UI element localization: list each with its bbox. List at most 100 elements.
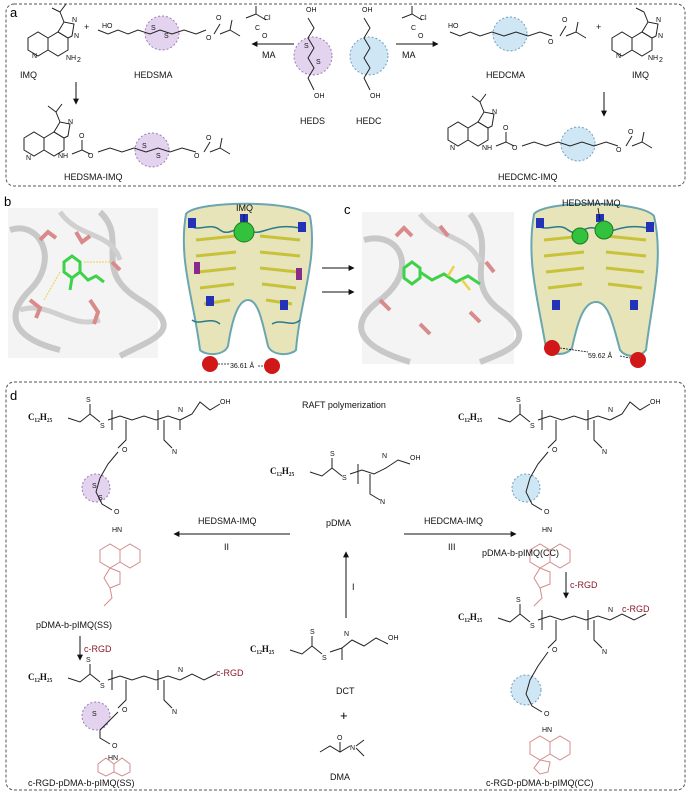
panel-a-frame bbox=[5, 3, 686, 187]
hedsma-structure: HO S S O O bbox=[97, 15, 241, 51]
imq-right-amine-sub: 2 bbox=[659, 57, 663, 64]
svg-text:N: N bbox=[608, 607, 613, 614]
svg-text:S: S bbox=[304, 43, 309, 50]
svg-text:O: O bbox=[562, 17, 568, 24]
svg-text:O: O bbox=[616, 147, 622, 154]
polymer-ss-top: C₁₂H₂₅ S S N OH O N S S O HN bbox=[28, 397, 231, 607]
heds-structure: OH S S OH bbox=[293, 7, 333, 100]
panel-a-letter: a bbox=[10, 5, 18, 20]
svg-text:O: O bbox=[418, 33, 424, 40]
dct-structure: C₁₂H₂₅ S S N OH bbox=[250, 629, 399, 662]
svg-text:NH: NH bbox=[58, 153, 68, 160]
polymer-cc-bottom: C₁₂H₂₅ S S N c-RGD O N O HN bbox=[458, 597, 650, 775]
polymer-ss-bottom: C₁₂H₂₅ S S N c-RGD O N S O HN bbox=[28, 657, 244, 777]
label-hedcma: HEDCMA bbox=[486, 70, 525, 80]
svg-text:S: S bbox=[98, 495, 103, 502]
panel-b: b bbox=[4, 194, 355, 374]
plus-a-left: + bbox=[84, 22, 89, 32]
svg-text:NH: NH bbox=[482, 145, 492, 152]
svg-text:O: O bbox=[262, 33, 268, 40]
imq-right-amine: NH bbox=[648, 55, 658, 62]
svg-text:O: O bbox=[122, 447, 128, 454]
plus-d: + bbox=[340, 708, 348, 723]
svg-text:S: S bbox=[151, 25, 156, 32]
imq-right-structure: N N N NH 2 bbox=[611, 7, 663, 64]
svg-text:S: S bbox=[92, 711, 97, 718]
panel-d-frame bbox=[5, 381, 686, 791]
svg-text:S: S bbox=[530, 423, 535, 430]
svg-text:HN: HN bbox=[542, 727, 552, 734]
svg-text:S: S bbox=[310, 629, 315, 636]
ss-bond-highlight bbox=[144, 15, 180, 51]
svg-text:C: C bbox=[255, 25, 260, 32]
svg-text:S: S bbox=[330, 451, 335, 458]
label-dct: DCT bbox=[336, 686, 355, 696]
svg-text:O: O bbox=[548, 39, 554, 46]
label-imq-right: IMQ bbox=[632, 70, 649, 80]
label-hedsma-imq: HEDSMA-IMQ bbox=[64, 172, 123, 182]
imq-left-structure: N N N NH 2 bbox=[27, 3, 81, 64]
svg-text:O: O bbox=[122, 707, 128, 714]
hedcma-structure: HO O O bbox=[448, 16, 587, 52]
imq-left-amine-sub: 2 bbox=[77, 57, 81, 64]
svg-text:N: N bbox=[172, 709, 177, 716]
imq-sphere-b bbox=[233, 221, 255, 243]
svg-text:O: O bbox=[512, 145, 518, 152]
chain-end-left-bottom: C₁₂H₂₅ bbox=[28, 672, 53, 682]
raft-title: RAFT polymerization bbox=[302, 400, 386, 410]
panel-d: d RAFT polymerization C₁₂H₂₅ S S N OH O … bbox=[5, 381, 686, 791]
panel-b-letter: b bbox=[4, 194, 11, 209]
distance-c: 59.62 Å bbox=[588, 351, 612, 360]
svg-text:OH: OH bbox=[314, 93, 325, 100]
svg-text:S: S bbox=[316, 59, 321, 66]
chain-end-right-top: C₁₂H₂₅ bbox=[458, 412, 483, 422]
svg-text:O: O bbox=[544, 711, 550, 718]
svg-text:O: O bbox=[112, 743, 118, 750]
label-dma: DMA bbox=[330, 772, 350, 782]
svg-text:S: S bbox=[100, 683, 105, 690]
svg-text:O: O bbox=[79, 133, 85, 140]
svg-text:N: N bbox=[608, 407, 613, 414]
svg-text:O: O bbox=[628, 129, 634, 136]
crgd-end-left: c-RGD bbox=[216, 668, 244, 678]
svg-text:OH: OH bbox=[388, 635, 399, 642]
svg-text:S: S bbox=[100, 423, 105, 430]
svg-text:OH: OH bbox=[362, 7, 373, 14]
svg-text:OH: OH bbox=[306, 7, 317, 14]
step-i: I bbox=[352, 582, 355, 592]
svg-text:N: N bbox=[602, 649, 607, 656]
panel-c: c bbox=[344, 198, 659, 368]
svg-text:O: O bbox=[552, 647, 558, 654]
label-hedsma-imq-c: HEDSMA-IMQ bbox=[562, 198, 621, 208]
svg-text:N: N bbox=[492, 109, 497, 116]
panel-a: a N N N NH 2 IMQ + HO S S O O bbox=[5, 3, 686, 187]
svg-text:N: N bbox=[658, 33, 663, 40]
svg-text:O: O bbox=[216, 15, 222, 22]
hedc-structure: OH OH bbox=[349, 7, 389, 100]
final-right: c-RGD-pDMA-b-pIMQ(CC) bbox=[486, 778, 594, 788]
terminus-marker-c-left bbox=[544, 340, 560, 356]
svg-text:HO: HO bbox=[102, 23, 113, 30]
svg-text:N: N bbox=[178, 407, 183, 414]
crgd-step-right: c-RGD bbox=[570, 580, 598, 590]
label-hedcmc-imq: HEDCMC-IMQ bbox=[498, 172, 558, 182]
panel-d-letter: d bbox=[10, 388, 17, 403]
hedsma-imq-structure: N N NH O O S S O O bbox=[23, 103, 231, 168]
label-hedc: HEDC bbox=[356, 116, 382, 126]
svg-text:N: N bbox=[344, 631, 349, 638]
label-hedsma: HEDSMA bbox=[134, 70, 173, 80]
svg-text:S: S bbox=[530, 623, 535, 630]
svg-text:O: O bbox=[503, 125, 509, 132]
svg-text:O: O bbox=[337, 735, 343, 742]
arrow-label-right: HEDCMA-IMQ bbox=[424, 516, 483, 526]
methacryloyl-chloride-right: Cl O C bbox=[401, 6, 427, 40]
step-iii: III bbox=[448, 542, 456, 552]
svg-text:S: S bbox=[142, 143, 147, 150]
svg-text:HO: HO bbox=[448, 23, 459, 30]
docking-closeup-b bbox=[8, 208, 167, 359]
imq-left-amine: NH bbox=[66, 55, 76, 62]
hedcmc-imq-structure: N N NH O O O O bbox=[447, 93, 653, 162]
svg-text:S: S bbox=[164, 33, 169, 40]
svg-text:O: O bbox=[206, 135, 212, 142]
chain-end-dct: C₁₂H₂₅ bbox=[250, 644, 275, 654]
